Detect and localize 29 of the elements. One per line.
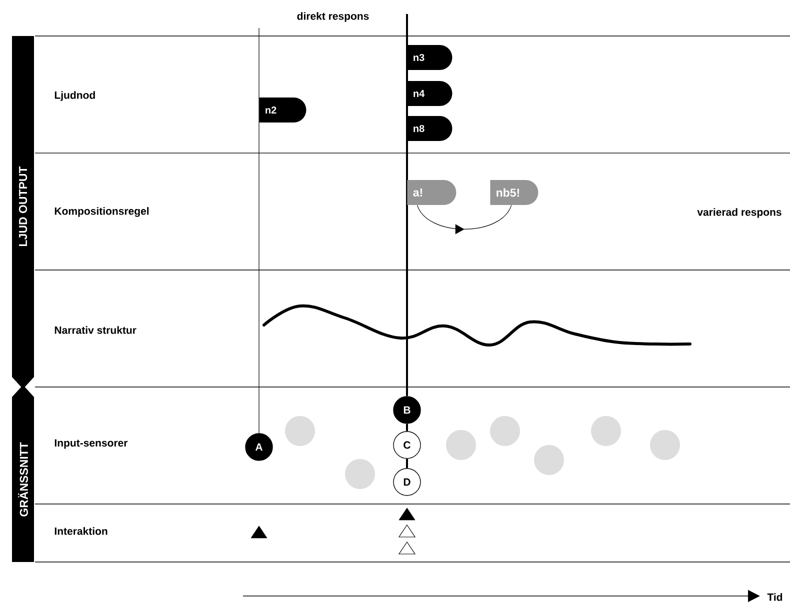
axis-label: Tid: [767, 593, 782, 601]
sensor-dot: [490, 416, 520, 446]
node-label: n8: [414, 124, 424, 132]
sensor-dot: [345, 459, 375, 489]
node-label: n4: [414, 90, 425, 97]
tag-pill: a!: [407, 180, 456, 205]
section-band: LJUD OUTPUT: [12, 36, 34, 389]
tag-pill: n8: [407, 116, 452, 141]
section-band: GRÄNSSNITT: [12, 385, 34, 562]
node-label: n3: [414, 54, 424, 62]
row-label: Kompositionsregel: [54, 207, 149, 217]
connector: [406, 458, 408, 468]
sensor-dot: [446, 430, 476, 460]
row-label: Input-sensorer: [54, 439, 128, 449]
connector: [416, 204, 512, 234]
row-label: Ljudnod: [54, 91, 95, 101]
row-label: Narrativ struktur: [54, 326, 136, 334]
sensor-dot: [650, 430, 680, 460]
sensor-dot: [591, 416, 621, 446]
tag-pill: n4: [407, 81, 452, 106]
tag-pill: n2: [259, 98, 306, 122]
sensor-dot: [285, 416, 315, 446]
connector: [406, 424, 408, 432]
column-heading: varierad respons: [697, 208, 782, 218]
sensor-dot: [534, 445, 564, 475]
row-label: Interaktion: [54, 527, 108, 535]
column-heading: direkt respons: [297, 12, 369, 22]
tag-pill: nb5!: [490, 180, 538, 205]
tag-pill: n3: [407, 45, 452, 70]
